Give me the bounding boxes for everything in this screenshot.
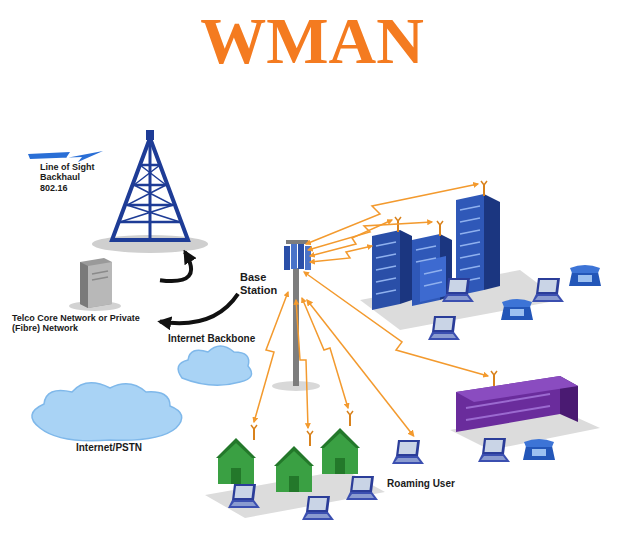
connector-arrow bbox=[160, 294, 238, 323]
page-title: WMAN bbox=[0, 8, 624, 74]
node-label: Internet/PSTN bbox=[28, 442, 190, 454]
icon-node: Telco Core Network or Private (Fibre) Ne… bbox=[8, 255, 160, 345]
icon-node: Base Station bbox=[238, 238, 330, 300]
node-label: Roaming User bbox=[380, 478, 462, 490]
icon-node: Roaming User bbox=[380, 436, 464, 493]
node-label: Base Station bbox=[240, 271, 284, 296]
edge-label: Internet Backbone bbox=[166, 333, 257, 344]
connector-arrow bbox=[160, 252, 191, 281]
icon-node: Internet/PSTN bbox=[28, 385, 192, 458]
icon-node: Line of Sight Backhaul 802.16 bbox=[20, 135, 190, 252]
node-label: Line of Sight Backhaul 802.16 bbox=[40, 162, 104, 193]
node-label: Telco Core Network or Private (Fibre) Ne… bbox=[12, 313, 156, 334]
connector-arrow bbox=[307, 300, 414, 436]
